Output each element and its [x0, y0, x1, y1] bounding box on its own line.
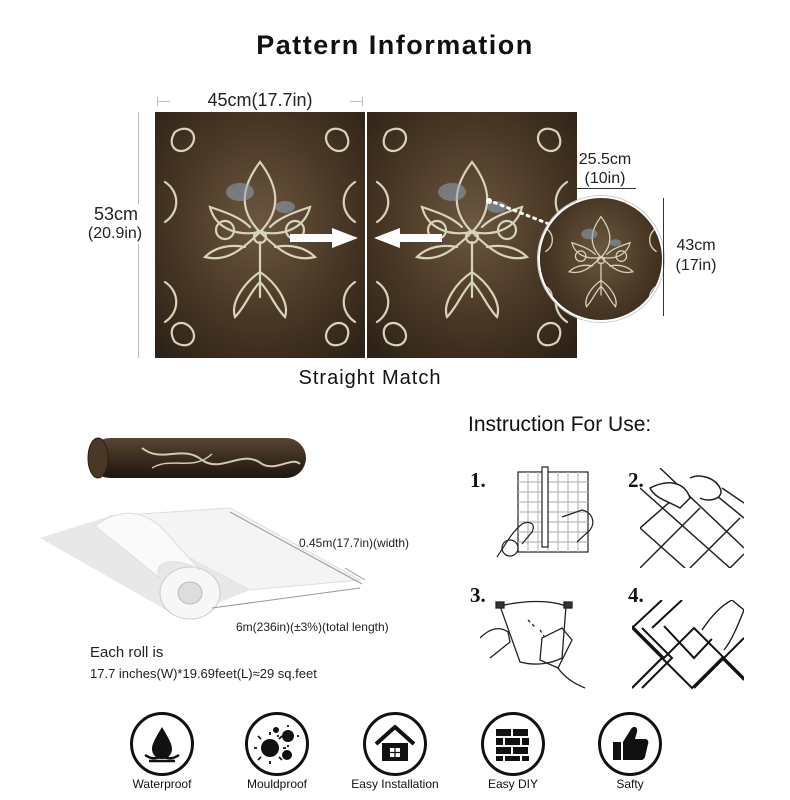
step-3-illustration — [480, 600, 586, 689]
unrolled-wallpaper-image — [40, 507, 366, 620]
water-drop-icon — [144, 727, 180, 763]
feature-label-easy-diy: Easy DIY — [487, 777, 538, 791]
instructions-title: Instruction For Use: — [468, 413, 652, 436]
circle-width-in: (10in) — [584, 170, 626, 187]
feature-waterproof — [130, 712, 194, 776]
feature-label-easy-installation: Easy Installation — [351, 777, 439, 791]
step-4-illustration — [632, 600, 744, 690]
height-label-cm: 53cm — [76, 204, 156, 224]
feature-label-safty: Safty — [616, 777, 644, 791]
circle-height-cm: 43cm — [676, 237, 716, 254]
width-dimension-tick-right — [362, 97, 363, 106]
feature-easy-installation — [363, 712, 427, 776]
width-label: 45cm(17.7in) — [170, 90, 350, 110]
mould-icon — [254, 725, 299, 764]
circle-height-line — [663, 198, 664, 316]
circle-width-line — [574, 188, 636, 189]
roll-length-label: 6m(236in)(±3%)(total length) — [236, 620, 389, 634]
straight-match-label: Straight Match — [298, 367, 442, 389]
roll-width-label: 0.45m(17.7in)(width) — [299, 536, 410, 550]
roll-note-line2: 17.7 inches(W)*19.69feet(L)≈29 sq.feet — [90, 666, 317, 681]
arrow-right-icon — [290, 228, 358, 248]
step-number-1: 1. — [470, 468, 486, 492]
circle-width-cm: 25.5cm — [578, 151, 632, 168]
roll-note-line1: Each roll is — [90, 644, 164, 661]
step-number-3: 3. — [470, 583, 486, 607]
feature-safty — [598, 712, 662, 776]
thumbs-up-icon — [613, 726, 649, 760]
house-icon — [374, 725, 416, 761]
zoom-dotted-line — [486, 198, 556, 228]
page-title: Pattern Information — [256, 30, 534, 60]
step-1-illustration — [496, 466, 594, 558]
width-dimension-tick-left — [157, 97, 158, 106]
feature-label-waterproof: Waterproof — [132, 777, 192, 791]
pattern-zoom-circle — [538, 196, 664, 322]
brick-icon — [496, 729, 529, 761]
height-label-in: (20.9in) — [70, 224, 160, 244]
circle-height-in: (17in) — [675, 257, 717, 274]
feature-easy-diy — [481, 712, 545, 776]
arrow-left-icon — [374, 228, 442, 248]
step-number-2: 2. — [628, 468, 644, 492]
wallpaper-roll-image — [87, 437, 306, 479]
step-number-4: 4. — [628, 583, 644, 607]
feature-label-mouldproof: Mouldproof — [246, 777, 308, 791]
step-2-illustration — [640, 468, 744, 568]
feature-mouldproof — [245, 712, 309, 776]
